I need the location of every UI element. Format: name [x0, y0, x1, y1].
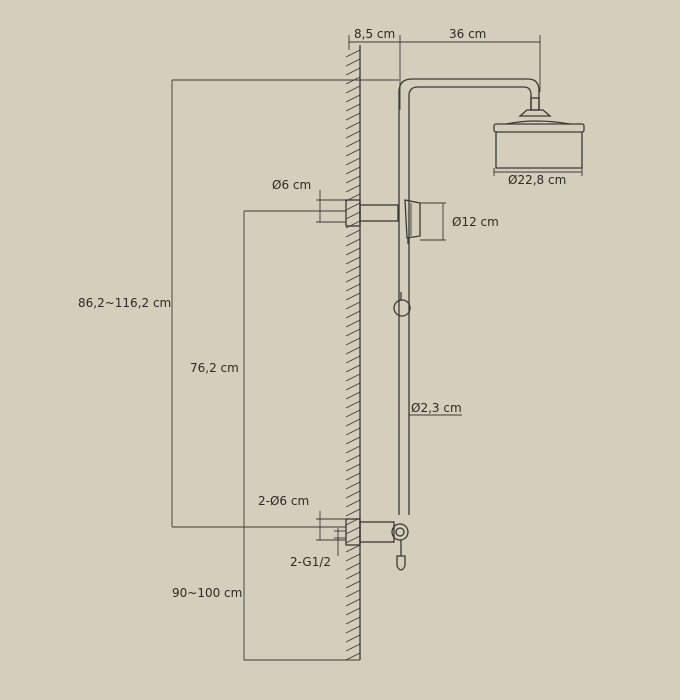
hand-shower	[404, 199, 421, 244]
shower-head	[493, 109, 585, 169]
handshower-diameter-label: Ø12 cm	[452, 215, 499, 229]
total-height-label: 86,2~116,2 cm	[78, 296, 171, 310]
bottom-mixer	[345, 518, 409, 571]
top-inlet-diameter-label: Ø6 cm	[272, 178, 311, 192]
shower-arm	[398, 78, 540, 111]
head-diameter-label: Ø22,8 cm	[508, 173, 566, 187]
slider-knob	[393, 292, 411, 317]
arm-length-label: 36 cm	[449, 27, 486, 41]
bottom-inlet-diameter-label: 2-Ø6 cm	[258, 494, 309, 508]
dimension-lines	[171, 35, 583, 661]
bracket-distance-label: 76,2 cm	[190, 361, 239, 375]
thread-label: 2-G1/2	[290, 555, 331, 569]
wall-offset-label: 8,5 cm	[354, 27, 395, 41]
wall	[345, 45, 361, 661]
pipe-diameter-label: Ø2,3 cm	[411, 401, 462, 415]
top-wall-bracket	[345, 199, 399, 227]
riser-pipe	[398, 110, 410, 515]
mount-height-label: 90~100 cm	[172, 586, 242, 600]
